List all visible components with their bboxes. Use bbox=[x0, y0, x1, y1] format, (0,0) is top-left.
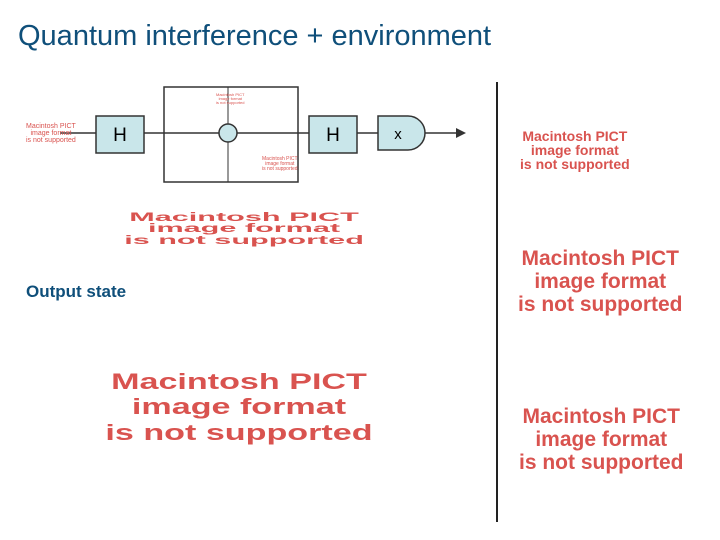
output-arrowhead bbox=[456, 128, 466, 138]
vertical-divider bbox=[496, 82, 498, 522]
hadamard-gate-2-label: H bbox=[326, 125, 340, 146]
hadamard-gate-1 bbox=[95, 115, 145, 154]
measurement-gate bbox=[377, 115, 426, 151]
measurement-gate-label: x bbox=[394, 126, 402, 143]
hadamard-gate-1-label: H bbox=[113, 125, 127, 146]
hadamard-gate-2 bbox=[308, 115, 358, 154]
slide-title: Quantum interference + environment bbox=[18, 20, 492, 52]
output-state-label: Output state bbox=[26, 282, 127, 301]
environment-interaction-node bbox=[218, 123, 238, 143]
environment-box bbox=[163, 86, 299, 183]
